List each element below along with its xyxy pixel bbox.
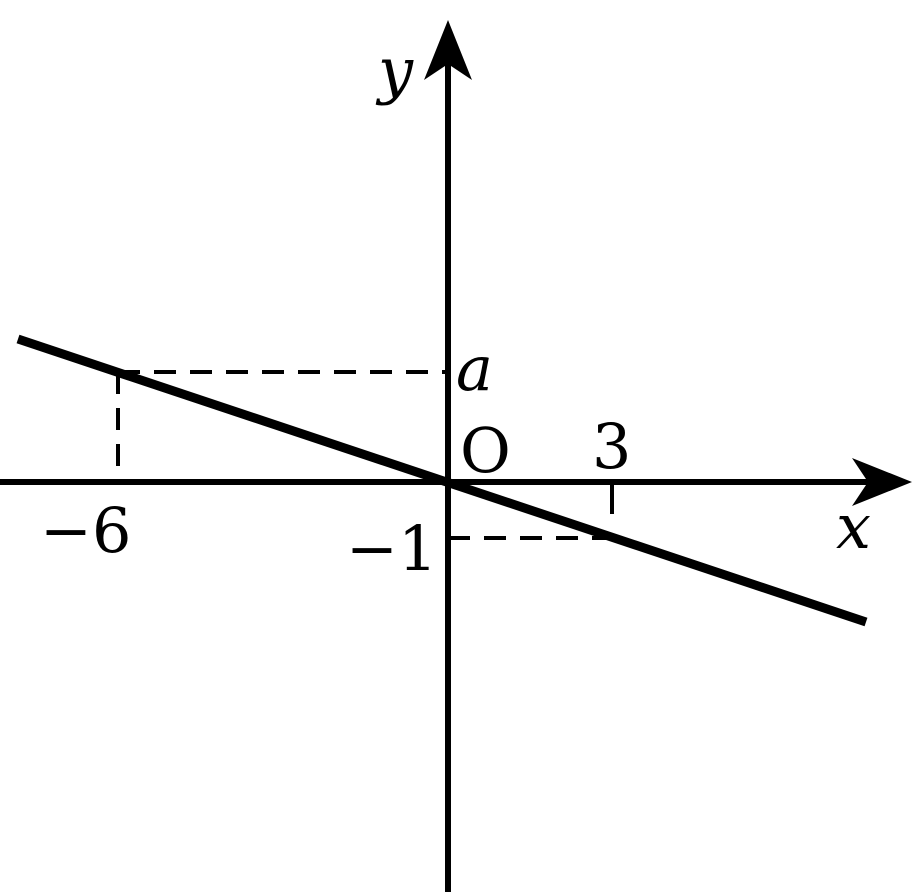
- point-neg6-x-label: −6: [40, 494, 131, 567]
- y-axis-arrowhead: [424, 20, 472, 80]
- function-line: [16, 334, 868, 627]
- point-3-x-label: 3: [592, 410, 631, 483]
- point-a-y-label: a: [456, 332, 493, 405]
- x-axis-label: x: [836, 490, 871, 563]
- x-axis-arrowhead: [852, 458, 912, 506]
- y-axis-label: y: [375, 34, 414, 107]
- origin-label: O: [460, 414, 511, 487]
- point-neg1-y-label: −1: [346, 512, 437, 585]
